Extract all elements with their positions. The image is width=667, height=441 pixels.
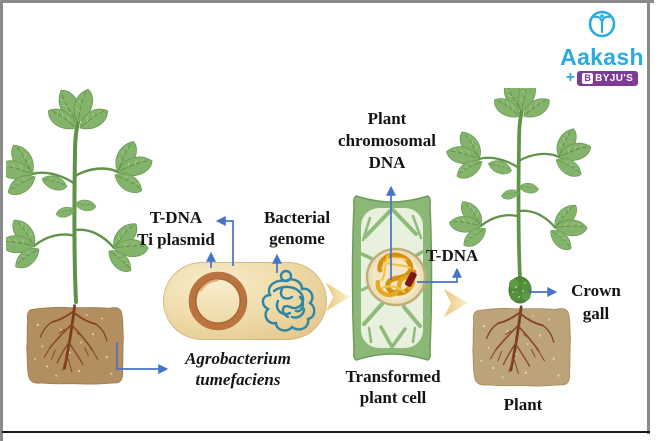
label-ti-plasmid: Ti plasmid	[137, 230, 215, 249]
label-plant: Plant	[503, 395, 543, 414]
frame-border-bottom	[2, 431, 650, 433]
byjus-badge: B BYJU'S	[577, 70, 639, 86]
agrobacterium-bacterium-cell	[163, 262, 327, 340]
stage-arrow-1	[326, 283, 350, 311]
label-bacterial-genome: Bacterial genome	[263, 208, 331, 248]
byjus-badge-text: BYJU'S	[595, 72, 634, 84]
frame-border-right	[647, 0, 650, 434]
inserted-t-dna-segment	[404, 271, 417, 287]
ti-plasmid-ring	[188, 271, 248, 331]
arrow-tdna-to-plasmid	[215, 216, 234, 266]
label-t-dna-right: T-DNA	[426, 246, 479, 265]
label-plant-chromosomal-dna: Plant chromosomal DNA	[338, 109, 436, 172]
label-agrobacterium-tumefaciens: Agrobacterium tumefaciens	[185, 349, 291, 389]
label-transformed-plant-cell: Transformed plant cell	[345, 367, 441, 407]
aakash-byjus-logo: Aakash + B BYJU'S	[552, 8, 652, 86]
label-t-dna-left: T-DNA	[149, 208, 203, 227]
plant-chromosomal-dna-tangle	[375, 252, 417, 298]
stage-arrow-2	[444, 289, 468, 317]
aakash-figure-icon	[588, 10, 616, 38]
aakash-wordmark: Aakash	[560, 44, 644, 70]
transformed-plant-cell-illustration	[351, 195, 433, 361]
frame-border-top	[0, 0, 654, 3]
label-crown-gall: Crown gall	[571, 281, 621, 323]
byjus-b-icon: B	[582, 72, 594, 84]
arrow-tdna-right	[417, 267, 462, 283]
bacterial-genome-tangle	[261, 269, 316, 332]
frame-border-left	[0, 0, 3, 441]
arrow-agrobacterium	[116, 342, 169, 374]
plus-icon: +	[565, 69, 576, 86]
